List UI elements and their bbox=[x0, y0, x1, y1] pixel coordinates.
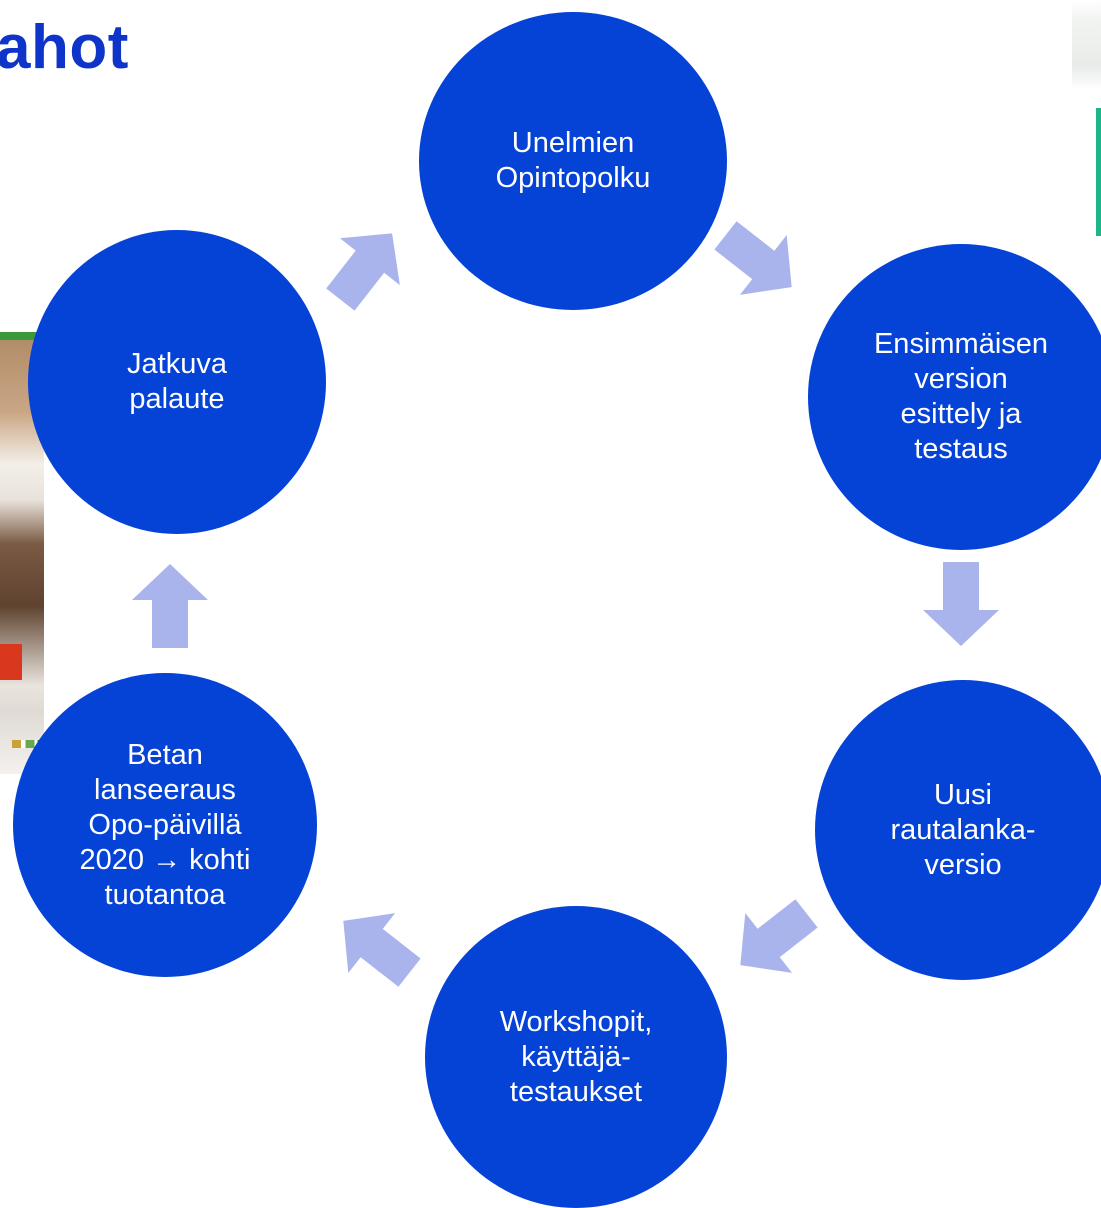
cycle-node-unelmien-opintopolku: Unelmien Opintopolku bbox=[419, 12, 727, 310]
cycle-node-uusi-rautalanka: Uusi rautalanka- versio bbox=[815, 680, 1101, 980]
node-label: Jatkuva palaute bbox=[127, 348, 227, 415]
node-label: Betan lanseeraus Opo-päivillä 2020 → koh… bbox=[79, 738, 251, 911]
node-label: Uusi rautalanka- versio bbox=[890, 778, 1036, 881]
arrow-icon bbox=[923, 562, 999, 646]
arrow-icon bbox=[343, 913, 421, 987]
cycle-node-ensimmaisen-version: Ensimmäisen version esittely ja testaus bbox=[808, 244, 1101, 550]
cycle-node-workshopit: Workshopit, käyttäjä- testaukset bbox=[425, 906, 727, 1208]
node-label: Ensimmäisen version esittely ja testaus bbox=[873, 328, 1049, 465]
cycle-node-betan-lanseeraus: Betan lanseeraus Opo-päivillä 2020 → koh… bbox=[13, 673, 317, 977]
arrow-icon bbox=[132, 564, 208, 648]
arrow-icon bbox=[714, 221, 792, 295]
background-screenshot-right bbox=[1072, 0, 1101, 236]
node-label: Workshopit, käyttäjä- testaukset bbox=[499, 1005, 653, 1108]
node-label: Unelmien Opintopolku bbox=[495, 127, 651, 194]
arrow-icon bbox=[740, 899, 818, 973]
cycle-node-jatkuva-palaute: Jatkuva palaute bbox=[28, 230, 326, 534]
slide-title: ahot bbox=[0, 13, 129, 82]
arrow-icon bbox=[326, 233, 400, 311]
